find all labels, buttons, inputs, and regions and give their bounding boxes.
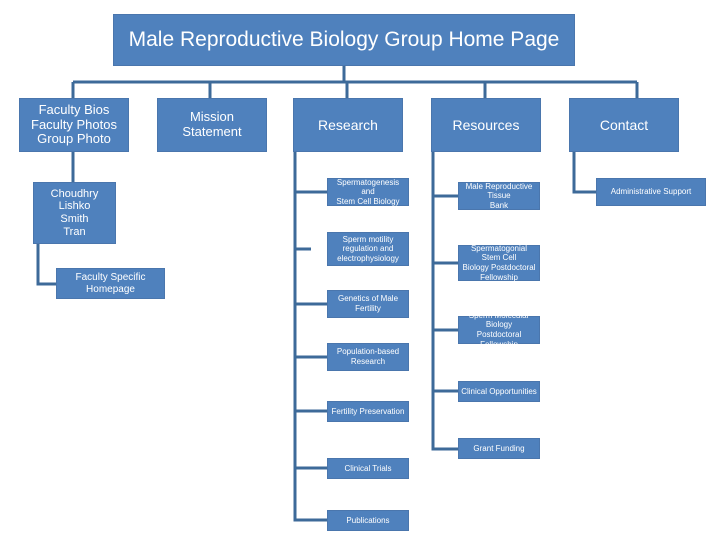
research-item: Publications xyxy=(327,510,409,531)
research-item: Population-based Research xyxy=(327,343,409,371)
title-box: Male Reproductive Biology Group Home Pag… xyxy=(113,14,575,66)
mission-box: Mission Statement xyxy=(157,98,267,152)
resources-item: Clinical Opportunities xyxy=(458,381,540,402)
research-box: Research xyxy=(293,98,403,152)
contact-box: Contact xyxy=(569,98,679,152)
resources-box: Resources xyxy=(431,98,541,152)
resources-item: Sperm Molecular Biology Postdoctoral Fel… xyxy=(458,311,540,349)
faculty-box: Faculty Bios Faculty Photos Group Photo xyxy=(19,98,129,152)
research-item: Clinical Trials xyxy=(327,458,409,479)
research-item: Genetics of Male Fertility xyxy=(327,290,409,318)
research-item: Sperm motility regulation and electrophy… xyxy=(327,232,409,266)
resources-item: Male Reproductive Tissue Bank xyxy=(458,182,540,210)
faculty-names-box: Choudhry Lishko Smith Tran xyxy=(33,182,116,244)
resources-item: Grant Funding xyxy=(458,438,540,459)
contact-item: Administrative Support xyxy=(596,178,706,206)
resources-item: Spermatogonial Stem Cell Biology Postdoc… xyxy=(458,244,540,282)
research-item: Spermatogenesis and Stem Cell Biology xyxy=(327,178,409,206)
faculty-specific-box: Faculty Specific Homepage xyxy=(56,268,165,299)
research-item: Fertility Preservation xyxy=(327,401,409,422)
